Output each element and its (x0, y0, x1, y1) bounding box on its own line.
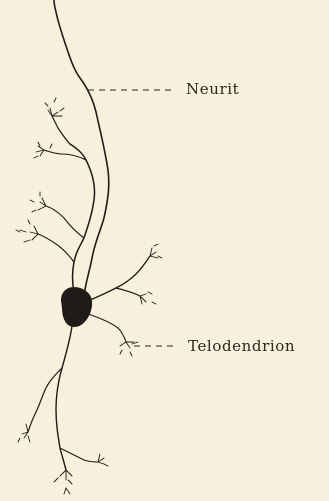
dendrite-branch-1 (52, 116, 70, 144)
tuft-right-mid (140, 292, 156, 304)
tuft-right-top (150, 244, 162, 258)
dendrite-trunk-upper (70, 144, 95, 292)
dendrite-lower-right (60, 448, 98, 462)
tuft-mid-left (30, 192, 46, 212)
dendrite-branch-2 (38, 234, 74, 262)
tuft-telodendrion (120, 342, 138, 356)
tuft-bottom (54, 470, 72, 494)
tuft-upper-a (45, 98, 64, 116)
neurit-axon (54, 0, 109, 296)
dendrite-right-upper (90, 256, 150, 300)
tuft-upper-b (34, 142, 52, 158)
neurit-label: Neurit (186, 82, 239, 97)
dendrite-lower-main (56, 326, 72, 470)
soma (61, 287, 91, 326)
dendrite-branch-3 (46, 206, 84, 238)
tuft-lower-far-left (18, 424, 30, 442)
dendrite-right-mid (116, 288, 140, 296)
dendrite-right-lower (88, 314, 126, 342)
tuft-lower-right (98, 454, 108, 466)
tuft-lower-left (16, 220, 38, 242)
telodendrion-label: Telodendrion (188, 339, 295, 354)
